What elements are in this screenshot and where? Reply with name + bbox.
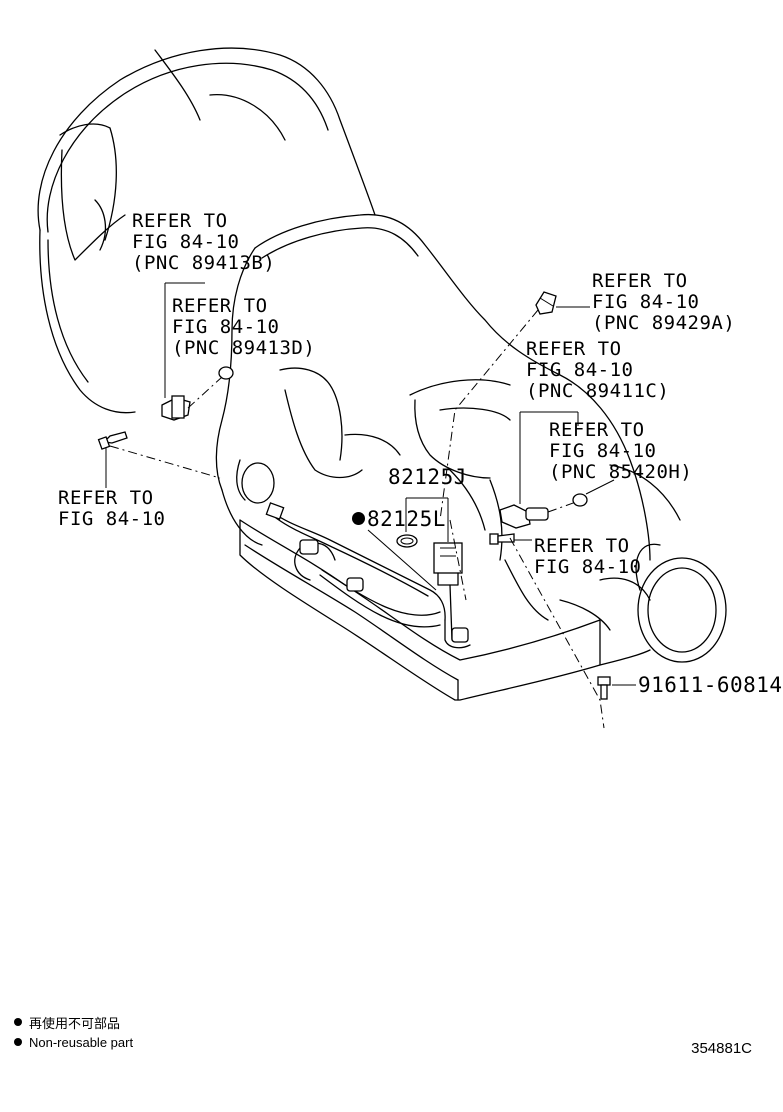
wire-harness: [265, 502, 471, 649]
callout-line: FIG 84-10: [549, 440, 657, 462]
sensor-89411c: [499, 493, 588, 529]
callout-line: REFER TO: [534, 535, 630, 557]
bolt-right: [489, 533, 515, 545]
callout-line: (PNC 89413D): [172, 337, 316, 359]
transmission-wiring-diagram: [37, 47, 727, 729]
part-number-82125l-text: 82125L: [367, 507, 446, 531]
transmission-case: [215, 213, 651, 621]
callout-line: (PNC 85420H): [549, 461, 693, 483]
callout-line: (PNC 89413B): [132, 252, 276, 274]
callout-refer-left-bolt: REFER TO FIG 84-10: [58, 488, 165, 530]
legend: 再使用不可部品 Non-reusable part: [14, 1012, 133, 1052]
speed-sensor-left: [161, 366, 234, 421]
callout-refer-right-bolt: REFER TO FIG 84-10: [534, 536, 641, 578]
callout-line: REFER TO: [58, 487, 154, 509]
oil-pan: [239, 519, 651, 701]
callout-line: FIG 84-10: [172, 316, 280, 338]
part-number-91611-60814: 91611-60814: [638, 673, 783, 697]
callout-refer-89429a: REFER TO FIG 84-10 (PNC 89429A): [592, 271, 735, 334]
extension-housing: [559, 464, 727, 663]
callout-refer-89413d: REFER TO FIG 84-10 (PNC 89413D): [172, 296, 315, 359]
part-number-82125l: 82125L: [352, 508, 446, 530]
non-reusable-dot-icon: [14, 1018, 22, 1026]
callout-line: (PNC 89411C): [526, 380, 670, 402]
callout-line: FIG 84-10: [534, 556, 642, 578]
callout-refer-89411c: REFER TO FIG 84-10 (PNC 89411C): [526, 339, 669, 402]
callout-line: REFER TO: [592, 270, 688, 292]
sensor-89429a: [535, 291, 557, 315]
callout-line: REFER TO: [172, 295, 268, 317]
callout-refer-85420h: REFER TO FIG 84-10 (PNC 85420H): [549, 420, 692, 483]
callout-line: REFER TO: [549, 419, 645, 441]
non-reusable-dot-icon: [352, 511, 365, 525]
callout-line: REFER TO: [132, 210, 228, 232]
legend-row-jp: 再使用不可部品: [14, 1012, 133, 1032]
bolt-left: [97, 431, 128, 450]
legend-text-en: Non-reusable part: [29, 1034, 134, 1050]
callout-line: (PNC 89429A): [592, 312, 736, 334]
callout-line: FIG 84-10: [592, 291, 700, 313]
non-reusable-dot-icon: [14, 1038, 22, 1046]
legend-text-jp: 再使用不可部品: [29, 1015, 121, 1031]
assembly-lines: [109, 309, 605, 729]
callout-refer-89413b: REFER TO FIG 84-10 (PNC 89413B): [132, 211, 275, 274]
connector-82125j: [433, 542, 463, 586]
bolt-91611-60814: [597, 676, 611, 700]
callout-line: FIG 84-10: [526, 359, 634, 381]
figure-id: 354881C: [691, 1040, 752, 1057]
part-number-82125j: 82125J: [388, 465, 467, 489]
legend-row-en: Non-reusable part: [14, 1032, 133, 1052]
o-ring-82125l: [396, 534, 418, 548]
callout-line: FIG 84-10: [132, 231, 240, 253]
leader-lines: [105, 282, 636, 686]
callout-line: REFER TO: [526, 338, 622, 360]
bell-housing: [37, 47, 376, 414]
callout-line: FIG 84-10: [58, 508, 166, 530]
